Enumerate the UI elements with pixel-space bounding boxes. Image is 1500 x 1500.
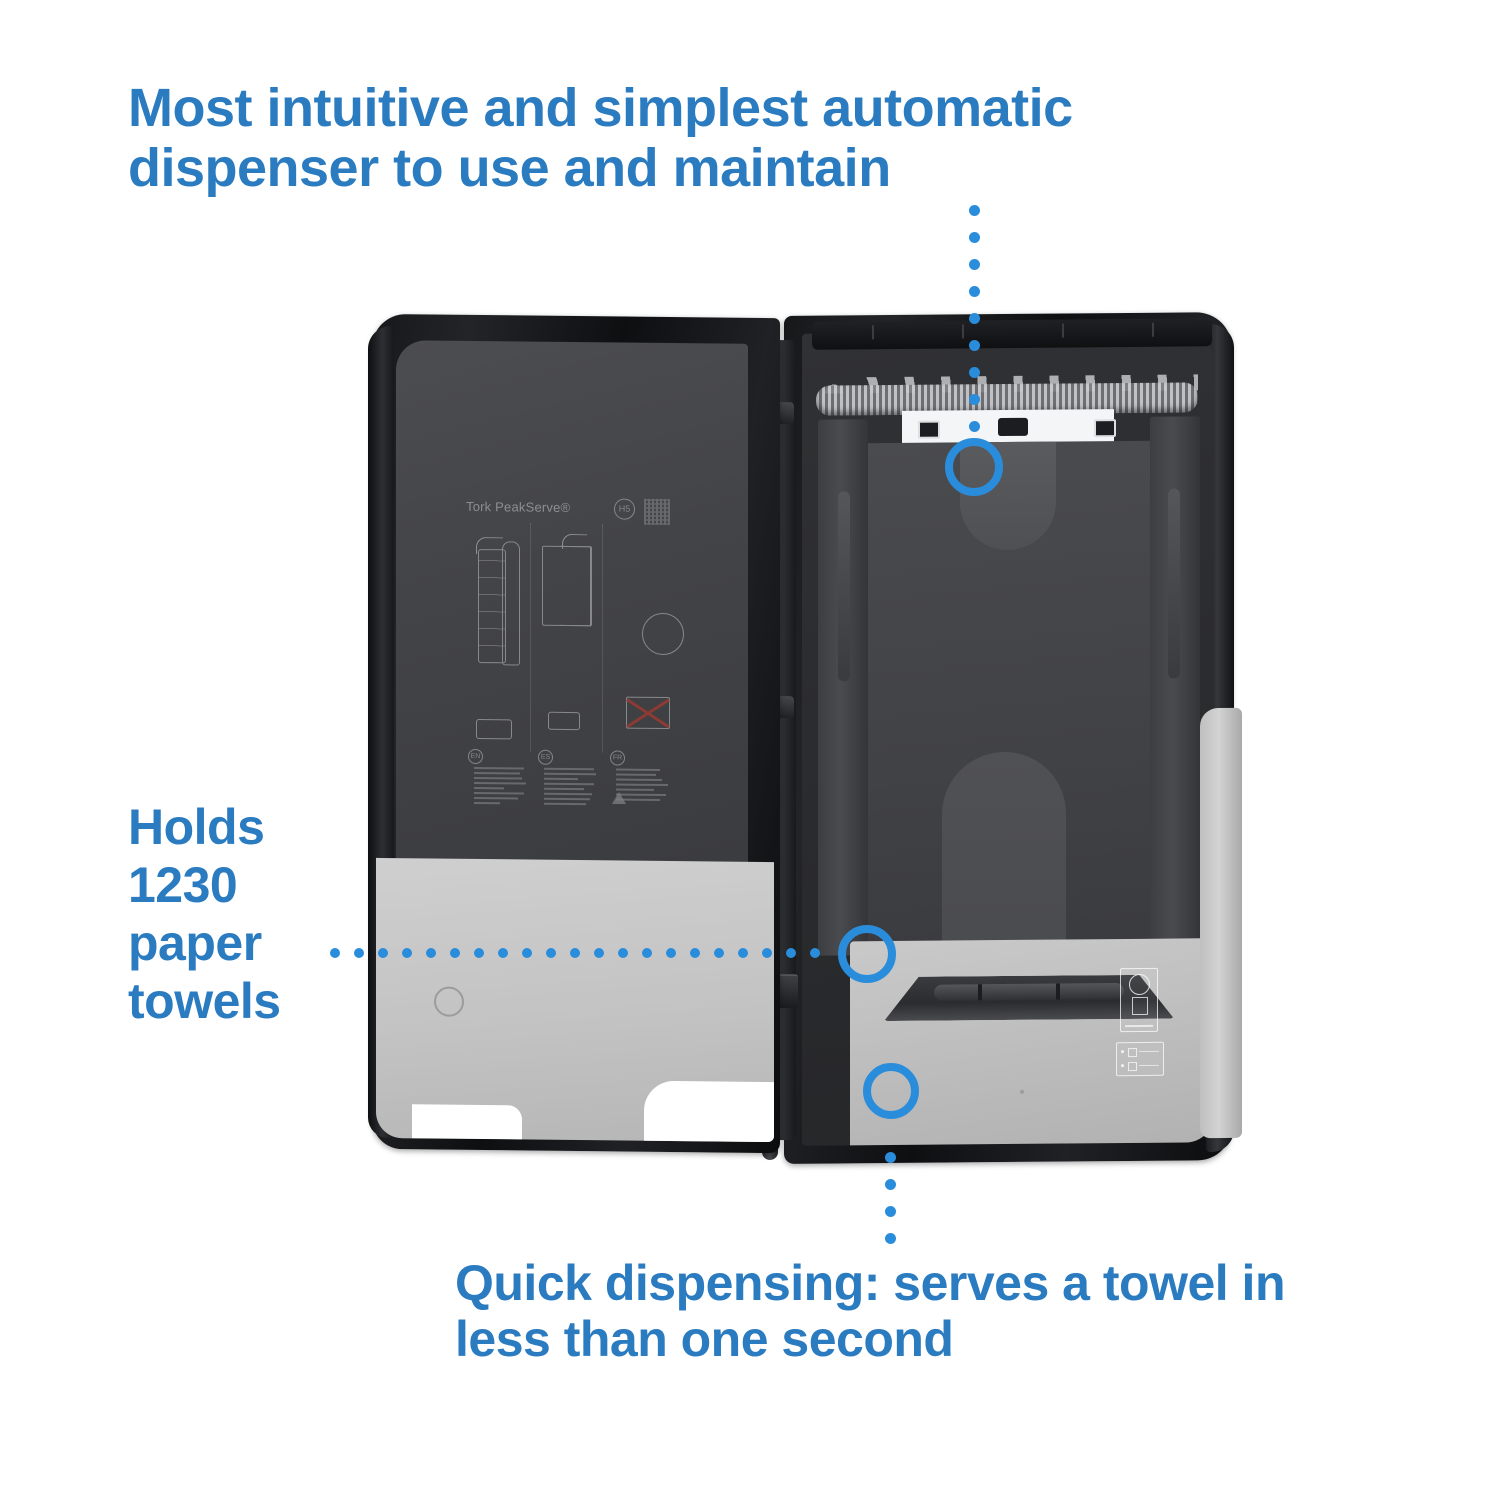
info-bullet-icon-1 xyxy=(1121,1050,1124,1054)
certification-caption xyxy=(1125,1024,1153,1028)
instruction-language-block-en: EN xyxy=(468,748,528,808)
instruction-microline xyxy=(616,788,654,791)
body-top-ridge xyxy=(812,318,1212,350)
slot-bar-ring-1 xyxy=(978,984,982,1001)
info-bullet-icon-2 xyxy=(1121,1064,1124,1068)
instruction-microline xyxy=(544,787,584,791)
instruction-diagram-step-2 xyxy=(538,532,596,745)
dispenser-door-sketch-icon xyxy=(560,545,591,627)
system-code-badge: H5 xyxy=(614,498,635,520)
brand-label-text: Tork PeakServe® xyxy=(466,498,571,516)
arrow-down-icon-2 xyxy=(562,533,587,550)
instruction-microline xyxy=(474,802,500,805)
instruction-microline xyxy=(616,773,656,776)
language-badge-es: ES xyxy=(538,749,553,765)
instruction-diagram-step-3 xyxy=(610,532,684,745)
chute-center-tab xyxy=(998,417,1028,437)
ridge-notch-3 xyxy=(1062,323,1064,338)
chute-clip-right xyxy=(1094,419,1116,438)
instruction-microline xyxy=(616,783,668,787)
instruction-microline xyxy=(544,777,578,781)
instruction-diagram-step-1 xyxy=(468,531,526,744)
instruction-label: Tork PeakServe® H5 EN xyxy=(464,498,684,806)
info-box-icon-1 xyxy=(1128,1048,1137,1058)
instruction-microline xyxy=(544,802,586,806)
door-lower-panel xyxy=(376,857,774,1143)
info-label-row-2 xyxy=(1121,1061,1159,1072)
language-badge-en: EN xyxy=(468,748,483,765)
instruction-microline xyxy=(616,793,666,797)
towel-brick-sketch-icon xyxy=(476,719,512,740)
instruction-divider-1 xyxy=(530,523,531,752)
towel-sleeve-sketch-icon xyxy=(502,541,520,666)
instruction-microline xyxy=(474,787,504,790)
instruction-divider-2 xyxy=(602,524,603,753)
headline-callout-ring xyxy=(945,438,1003,496)
instruction-microline xyxy=(474,797,518,800)
info-text-line-2 xyxy=(1139,1064,1159,1067)
towel-stack-compartment xyxy=(864,440,1152,964)
arrow-down-icon-1 xyxy=(476,537,503,555)
door-bottom-notch xyxy=(412,1104,522,1140)
product-info-label xyxy=(1116,1041,1164,1077)
compartment-lower-cutout xyxy=(942,751,1066,963)
instruction-microline xyxy=(474,772,520,775)
speed-callout-ring xyxy=(863,1063,919,1119)
instruction-microline xyxy=(544,772,596,776)
certification-seal-icon xyxy=(1129,973,1150,996)
side-grip-handle xyxy=(1200,707,1242,1139)
instruction-microline xyxy=(544,782,594,786)
language-badge-fr: FR xyxy=(610,750,625,766)
instruction-microline xyxy=(616,768,660,771)
qr-code-icon xyxy=(644,498,670,526)
instruction-microline xyxy=(544,767,594,771)
dispensing-slot-bar xyxy=(934,982,1124,1001)
insert-brick-sketch-icon xyxy=(548,711,580,731)
instruction-language-block-es: ES xyxy=(538,749,598,809)
ridge-notch-2 xyxy=(962,324,964,339)
instruction-language-block-fr: FR xyxy=(610,750,672,804)
info-box-icon-2 xyxy=(1128,1062,1137,1072)
instruction-microline xyxy=(616,798,660,801)
instruction-microline xyxy=(544,797,590,801)
headline-callout-text: Most intuitive and simplest automatic di… xyxy=(128,78,1073,199)
instruction-microline xyxy=(474,782,526,785)
slot-bar-ring-2 xyxy=(1056,983,1060,1000)
guide-rail-right-slot xyxy=(1168,488,1180,679)
capacity-callout-text: Holds 1230 paper towels xyxy=(128,799,281,1029)
ridge-notch-4 xyxy=(1152,322,1154,337)
guide-rail-left-slot xyxy=(838,491,850,682)
instruction-microline xyxy=(474,767,524,770)
speed-callout-text: Quick dispensing: serves a towel in less… xyxy=(455,1255,1286,1367)
capacity-callout-ring xyxy=(838,925,896,983)
magnifier-detail-icon xyxy=(642,612,684,656)
certification-glyph-icon xyxy=(1132,996,1148,1016)
ridge-notch-1 xyxy=(872,325,874,340)
chute-clip-left xyxy=(918,420,940,439)
instruction-microline xyxy=(544,792,592,796)
product-illustration-tork-peakserve-dispenser: Tork PeakServe® H5 EN xyxy=(360,300,1242,1180)
tray-pin-mark xyxy=(1020,1089,1024,1094)
instruction-microline xyxy=(616,778,662,781)
instruction-microline xyxy=(474,777,522,780)
product-certification-label xyxy=(1120,967,1158,1033)
guide-rail-right xyxy=(1150,416,1200,953)
door-circular-mark xyxy=(434,986,464,1017)
instruction-microline xyxy=(474,792,524,795)
do-not-icon xyxy=(626,696,670,730)
info-label-row-1 xyxy=(1121,1047,1159,1058)
info-text-line-1 xyxy=(1139,1050,1159,1053)
guide-rail-left xyxy=(818,419,868,956)
